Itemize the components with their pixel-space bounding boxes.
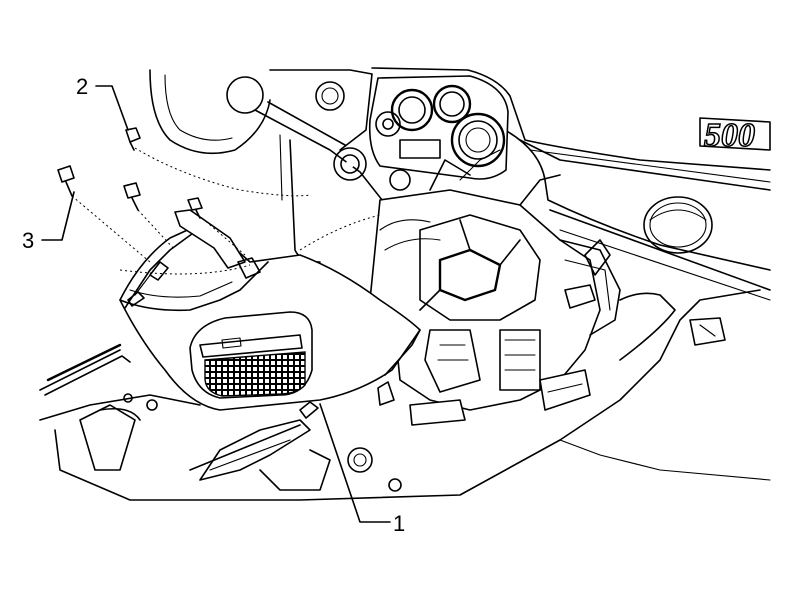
- assembly-guides: [71, 147, 381, 275]
- callout-2: 2: [76, 74, 88, 99]
- fiat-500-badge: 500: [699, 116, 771, 155]
- floor-pan: [39, 289, 771, 501]
- instrument-cluster: [368, 75, 509, 180]
- handbrake-lever: [189, 419, 402, 492]
- steering-wheel-area: [149, 69, 391, 263]
- screw-3-upper: [57, 165, 75, 197]
- badge-text: 500: [704, 117, 755, 154]
- passenger-vent: [643, 196, 713, 254]
- screw-mid: [123, 182, 141, 211]
- pedal-box-assembly: [369, 149, 621, 426]
- dashboard-panel: [371, 67, 771, 301]
- callout-leaders: [41, 85, 391, 523]
- screw-small-right: [187, 197, 203, 219]
- lower-dash-cover-panel: [119, 209, 421, 419]
- screw-2: [125, 127, 141, 151]
- callout-1: 1: [393, 511, 405, 536]
- callout-3: 3: [22, 228, 34, 253]
